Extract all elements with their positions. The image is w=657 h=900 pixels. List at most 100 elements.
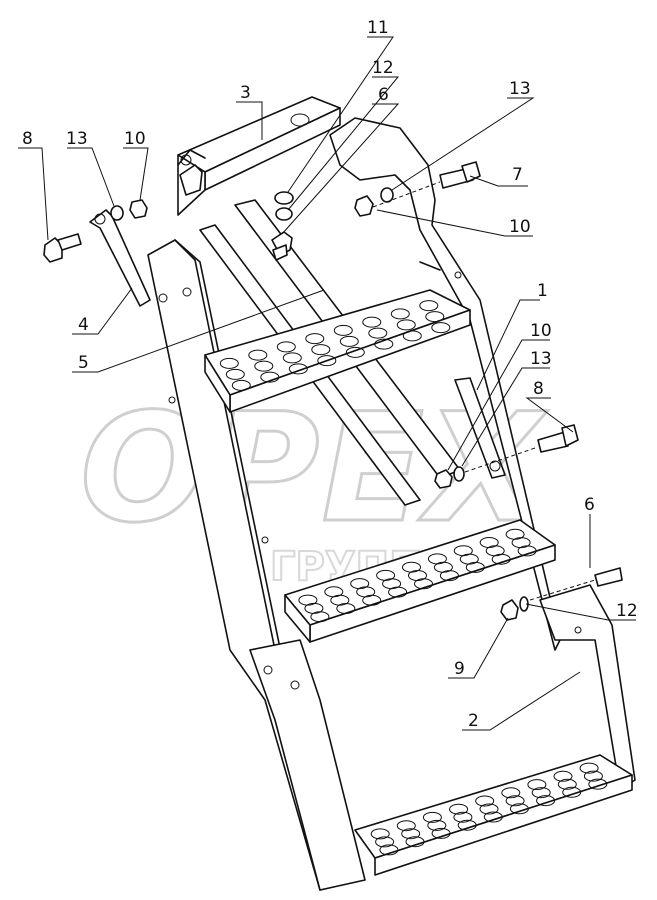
lower-extension-part-2: [249, 584, 636, 891]
tread-hole: [260, 371, 280, 383]
tread-hole: [505, 795, 525, 807]
nut-10-middle: [434, 469, 453, 489]
tread-hole: [583, 770, 603, 782]
bolt-head-8-left: [43, 237, 63, 263]
tread-hole: [345, 346, 365, 358]
tread-hole: [531, 787, 551, 799]
tread-holes-middle: [298, 528, 537, 623]
nut-9: [500, 599, 519, 621]
tread-hole: [310, 611, 330, 623]
tread-hole: [362, 316, 382, 328]
bolt-6-lower: [594, 567, 623, 587]
tread-hole: [317, 355, 337, 367]
washer-13-middle: [453, 466, 465, 482]
callout-2: 2: [468, 711, 479, 731]
fastener-group-left: [43, 199, 148, 263]
bracket-part-3: [177, 96, 341, 216]
leader-lines: [18, 36, 636, 731]
callout-8-left: 8: [22, 129, 33, 149]
tread-hole: [402, 330, 422, 342]
tread-hole: [401, 828, 421, 840]
callout-13-left: 13: [66, 129, 88, 149]
tread-hole: [368, 327, 388, 339]
tread-hole: [379, 844, 399, 856]
tread-hole: [422, 811, 442, 823]
fastener-group-top: [179, 164, 294, 261]
callout-9: 9: [454, 659, 465, 679]
tread-hole: [405, 836, 425, 848]
tread-hole: [375, 836, 395, 848]
callout-10-middle: 10: [530, 321, 552, 341]
right-side-plate: [329, 117, 561, 651]
tread-hole: [219, 357, 239, 369]
tread-hole: [439, 570, 459, 582]
tread-hole: [579, 762, 599, 774]
callout-13-middle: 13: [530, 349, 552, 369]
callout-4: 4: [78, 315, 89, 335]
washer-13-left: [110, 205, 124, 221]
tread-hole: [562, 786, 582, 798]
callout-13-right: 13: [509, 79, 531, 99]
callout-3: 3: [240, 83, 251, 103]
tread-hole: [276, 341, 296, 353]
tread-holes-upper: [219, 300, 451, 391]
tread-hole: [419, 300, 439, 312]
callout-labels: 8 13 10 3 11 12 6 13 7 10 4 5 1 10 13 8 …: [22, 18, 638, 731]
callout-8-right: 8: [533, 379, 544, 399]
tread-hole: [431, 827, 451, 839]
tread-hole: [449, 803, 469, 815]
tread-hole: [557, 778, 577, 790]
tread-hole: [370, 828, 390, 840]
nut-10-left: [129, 199, 148, 219]
tread-hole: [491, 553, 511, 565]
tread-hole: [333, 324, 353, 336]
washer-11: [274, 191, 294, 205]
bolt-6-top: [272, 244, 288, 261]
tread-hole: [483, 811, 503, 823]
tread-hole: [388, 586, 408, 598]
tread-hole: [339, 335, 359, 347]
callout-12-lower: 12: [616, 601, 638, 621]
callout-7: 7: [512, 165, 523, 185]
bolt-8-right: [537, 431, 569, 453]
washer-13-right: [380, 187, 394, 203]
tread-hole: [305, 333, 325, 345]
tread-hole: [453, 811, 473, 823]
tread-hole: [465, 561, 485, 573]
tread-hole: [248, 349, 268, 361]
tread-hole: [311, 344, 331, 356]
tread-hole: [396, 319, 416, 331]
tread-hole: [425, 311, 445, 323]
tread-hole: [231, 379, 251, 391]
callout-11: 11: [367, 18, 389, 38]
tread-hole: [475, 795, 495, 807]
link-arm-part-4: [89, 209, 151, 307]
rear-strap-part-1: [454, 377, 506, 479]
tread-hole: [509, 803, 529, 815]
tread-hole: [336, 603, 356, 614]
tread-hole: [362, 594, 382, 606]
tread-hole: [536, 795, 556, 807]
callout-12-top: 12: [372, 58, 394, 78]
tread-hole: [254, 360, 274, 372]
tread-hole: [431, 322, 451, 334]
callout-1: 1: [537, 281, 548, 301]
tread-hole: [479, 803, 499, 815]
tread-hole: [288, 363, 308, 375]
tread-hole: [374, 338, 394, 350]
callout-5: 5: [78, 353, 89, 373]
callout-6-lower: 6: [584, 495, 595, 515]
tread-hole: [282, 352, 302, 364]
tread-hole: [390, 308, 410, 320]
callout-6-top: 6: [378, 85, 389, 105]
step-middle: [284, 519, 556, 643]
tread-hole: [501, 787, 521, 799]
tread-holes-lower: [370, 762, 608, 856]
nut-10-right: [354, 195, 374, 217]
tread-hole: [427, 819, 447, 831]
callout-10-right: 10: [509, 217, 531, 237]
tread-hole: [527, 779, 547, 791]
tread-hole: [457, 819, 477, 831]
